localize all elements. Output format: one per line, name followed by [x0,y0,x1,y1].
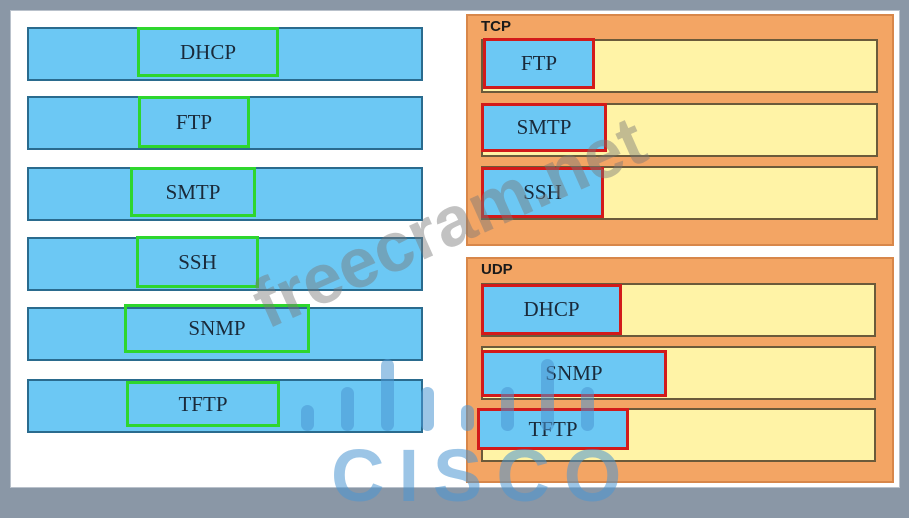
udp-title: UDP [481,261,513,278]
drag-drop-canvas: DHCP FTP SMTP SSH SNMP TFTP TCP FTP SMTP… [10,10,900,517]
source-row-smtp [27,167,423,221]
source-item-dhcp[interactable]: DHCP [137,27,279,77]
source-item-ftp[interactable]: FTP [138,96,250,148]
udp-item-dhcp[interactable]: DHCP [481,284,622,335]
tcp-title: TCP [481,18,511,35]
udp-item-snmp[interactable]: SNMP [481,350,667,397]
tcp-item-smtp[interactable]: SMTP [481,103,607,152]
udp-item-tftp[interactable]: TFTP [477,408,629,450]
source-item-ssh[interactable]: SSH [136,236,259,288]
source-row-ftp [27,96,423,150]
tcp-item-ftp[interactable]: FTP [483,38,595,89]
tcp-item-ssh[interactable]: SSH [481,167,604,218]
source-row-snmp [27,307,423,361]
source-item-tftp[interactable]: TFTP [126,381,280,427]
source-item-smtp[interactable]: SMTP [130,167,256,217]
source-item-snmp[interactable]: SNMP [124,304,310,353]
